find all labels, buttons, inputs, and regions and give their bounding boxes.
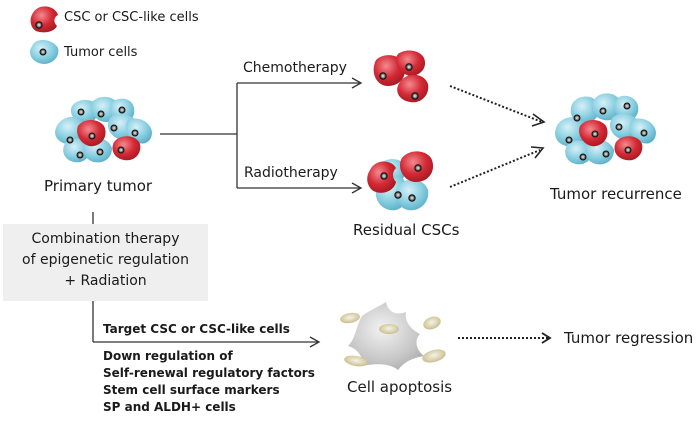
- mechanism-line-2: Self-renewal regulatory factors: [103, 366, 315, 380]
- legend-label-tumor: Tumor cells: [64, 45, 138, 60]
- apoptotic-cell-cluster: [340, 302, 446, 370]
- combination-therapy-box: Combination therapy of epigenetic regula…: [3, 224, 208, 301]
- target-label: Target CSC or CSC-like cells: [103, 322, 290, 336]
- chemotherapy-label: Chemotherapy: [243, 60, 347, 76]
- legend-csc-cell-icon: [30, 6, 58, 33]
- tumor-recurrence-label: Tumor recurrence: [550, 185, 682, 203]
- branch-connector: [160, 77, 363, 194]
- combination-therapy-line-1: Combination therapy: [31, 231, 180, 247]
- combination-therapy-line-2: of epigenetic regulation: [22, 252, 189, 268]
- cell-apoptosis-label: Cell apoptosis: [347, 378, 453, 396]
- primary-tumor-cluster: [55, 96, 152, 163]
- mechanism-line-4: SP and ALDH+ cells: [103, 400, 236, 414]
- radiotherapy-label: Radiotherapy: [244, 165, 338, 181]
- tumor-regression-label: Tumor regression: [564, 329, 694, 347]
- mechanism-line-3: Stem cell surface markers: [103, 383, 280, 397]
- primary-tumor-label: Primary tumor: [44, 177, 153, 195]
- radio-residual-cluster: [367, 151, 434, 211]
- dotted-arrows-to-recurrence: [449, 85, 546, 188]
- connector-combination-to-apoptosis: [92, 301, 321, 348]
- combination-therapy-line-3: + Radiation: [64, 273, 147, 289]
- chemo-residual-cluster: [373, 50, 429, 103]
- tumor-recurrence-cluster: [555, 93, 656, 165]
- legend-label-csc: CSC or CSC-like cells: [64, 10, 199, 25]
- dotted-arrow-to-regression: [458, 332, 552, 344]
- residual-cscs-label: Residual CSCs: [353, 221, 460, 239]
- legend-tumor-cell-icon: [29, 39, 59, 64]
- mechanism-line-1: Down regulation of: [103, 349, 233, 363]
